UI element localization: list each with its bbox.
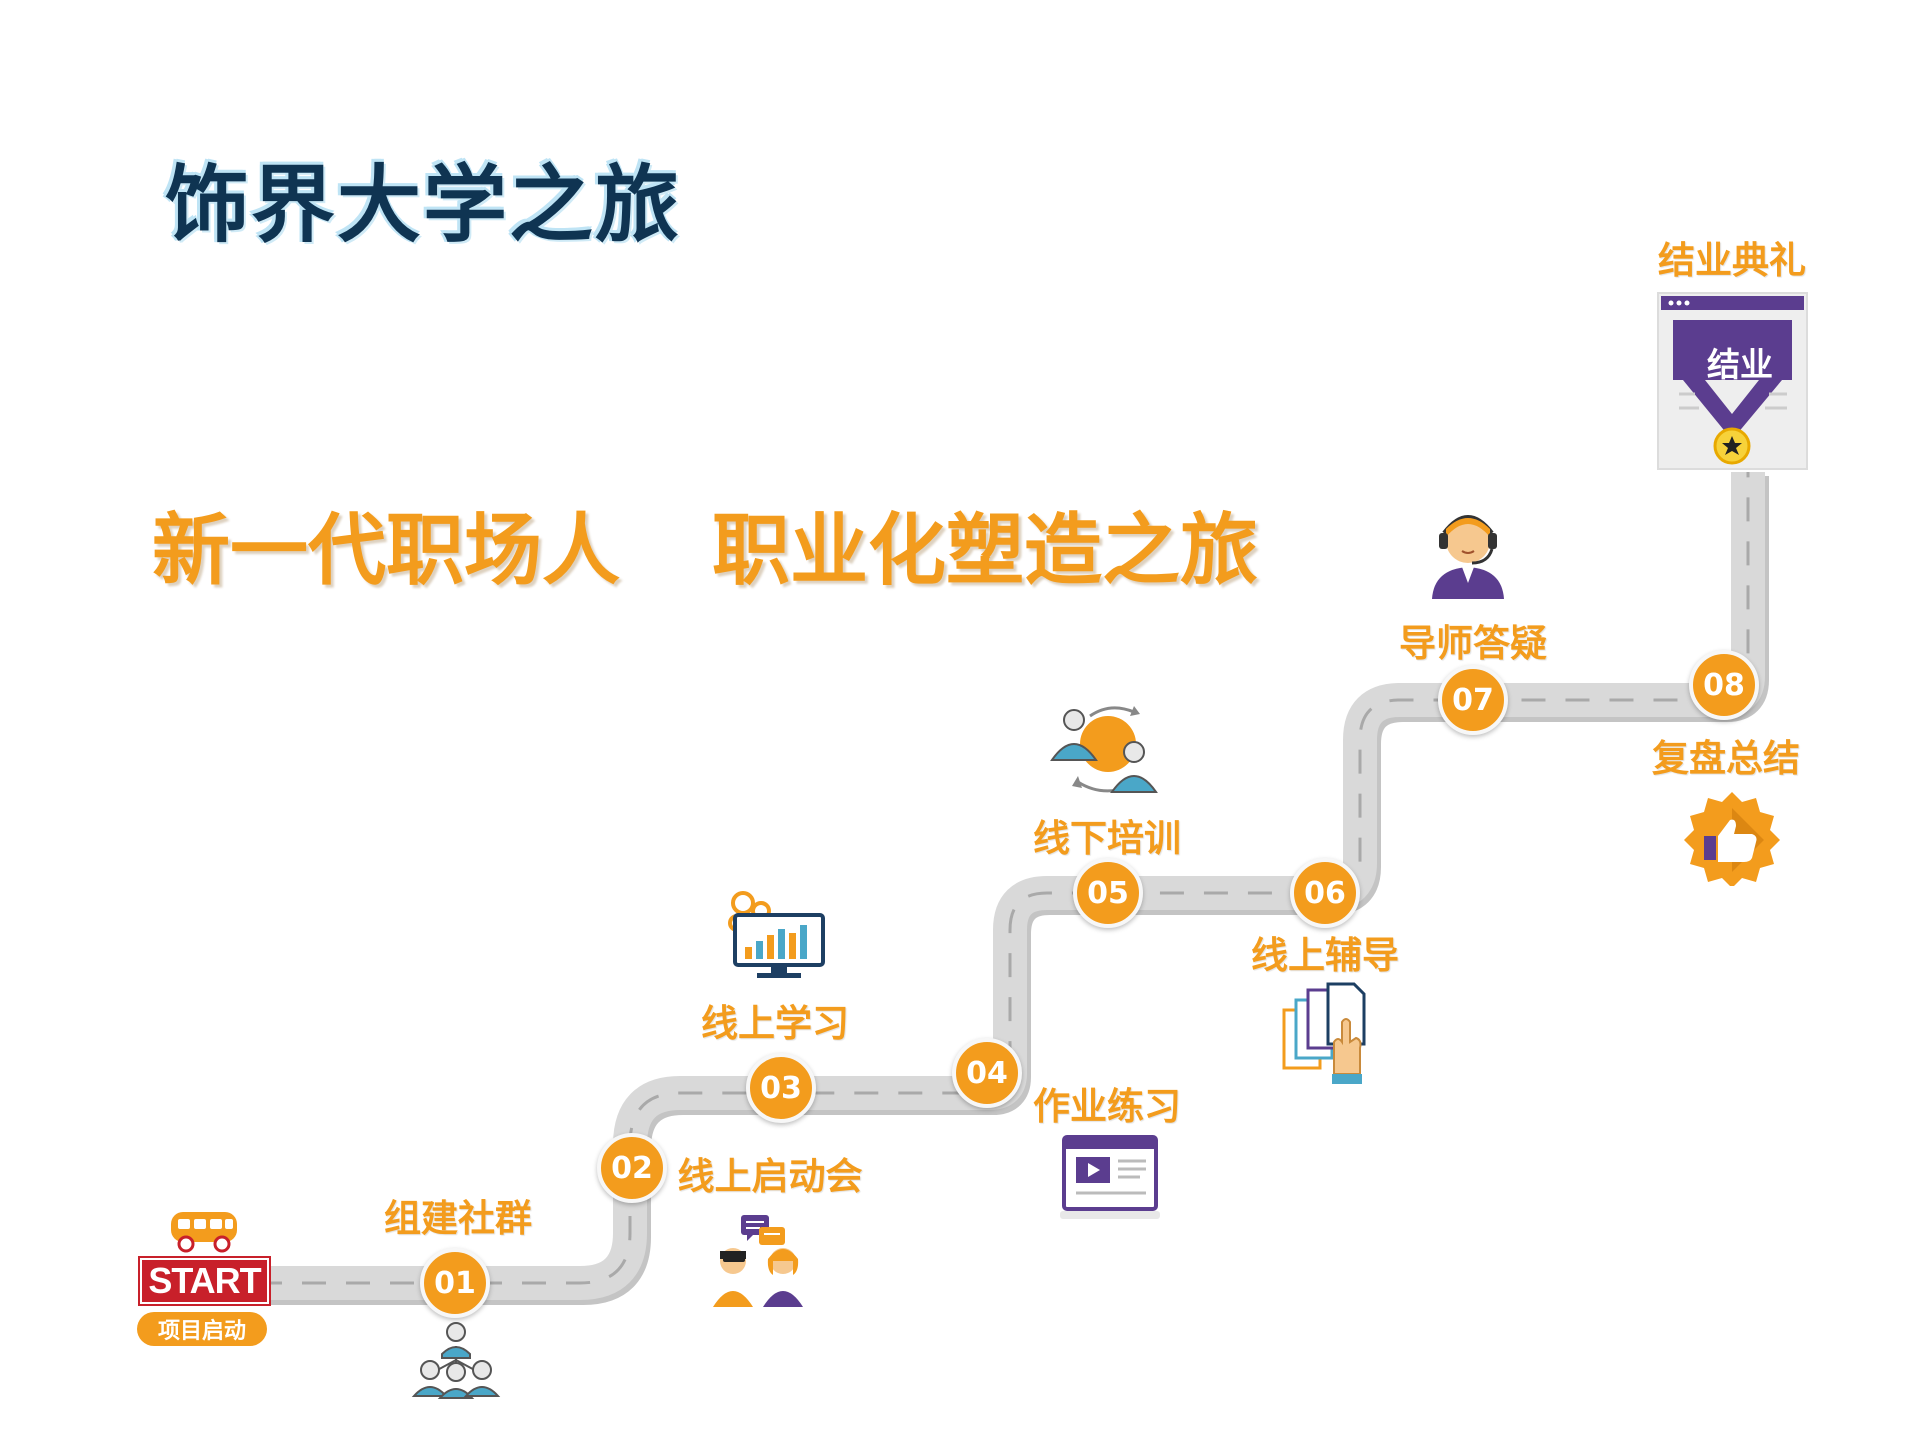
step-06-label: 线上辅导 xyxy=(1251,934,1399,977)
graduation-certificate-icon xyxy=(1657,292,1808,470)
step-05-label: 线下培训 xyxy=(1033,817,1181,860)
step-06-marker: 06 xyxy=(1290,858,1360,928)
chat-people-icon xyxy=(713,1215,803,1307)
step-04-marker: 04 xyxy=(952,1038,1022,1108)
start-label: 项目启动 xyxy=(137,1312,267,1346)
start-badge: START xyxy=(140,1258,269,1304)
step-03-marker: 03 xyxy=(746,1053,816,1123)
headset-mentor-icon xyxy=(1432,515,1504,599)
step-02-label: 线上启动会 xyxy=(677,1155,863,1198)
people-exchange-icon xyxy=(1050,706,1158,793)
step-02-marker: 02 xyxy=(597,1133,667,1203)
step-01-marker: 01 xyxy=(420,1248,490,1318)
step-07-marker: 07 xyxy=(1438,665,1508,735)
bus-icon xyxy=(171,1212,237,1253)
step-01-label: 组建社群 xyxy=(384,1197,532,1240)
step-08-label: 复盘总结 xyxy=(1652,737,1800,780)
step-04-label: 作业练习 xyxy=(1033,1085,1181,1128)
step-07-label: 导师答疑 xyxy=(1399,622,1547,665)
finish-label: 结业典礼 xyxy=(1658,239,1806,282)
team-network-icon xyxy=(411,1322,501,1399)
monitor-chart-icon xyxy=(728,891,825,978)
step-05-marker: 05 xyxy=(1073,858,1143,928)
page-title: 饰界大学之旅 xyxy=(165,156,682,254)
documents-hand-icon xyxy=(1282,982,1366,1084)
slogan-part-1: 新一代职场人 xyxy=(152,506,621,596)
slogan-part-2: 职业化塑造之旅 xyxy=(712,506,1259,596)
thumbs-up-badge-icon xyxy=(1684,792,1780,886)
step-08-marker: 08 xyxy=(1689,650,1759,720)
finish-card-text: 结业 xyxy=(1707,345,1773,384)
video-player-icon xyxy=(1060,1135,1160,1219)
step-03-label: 线上学习 xyxy=(701,1002,849,1045)
